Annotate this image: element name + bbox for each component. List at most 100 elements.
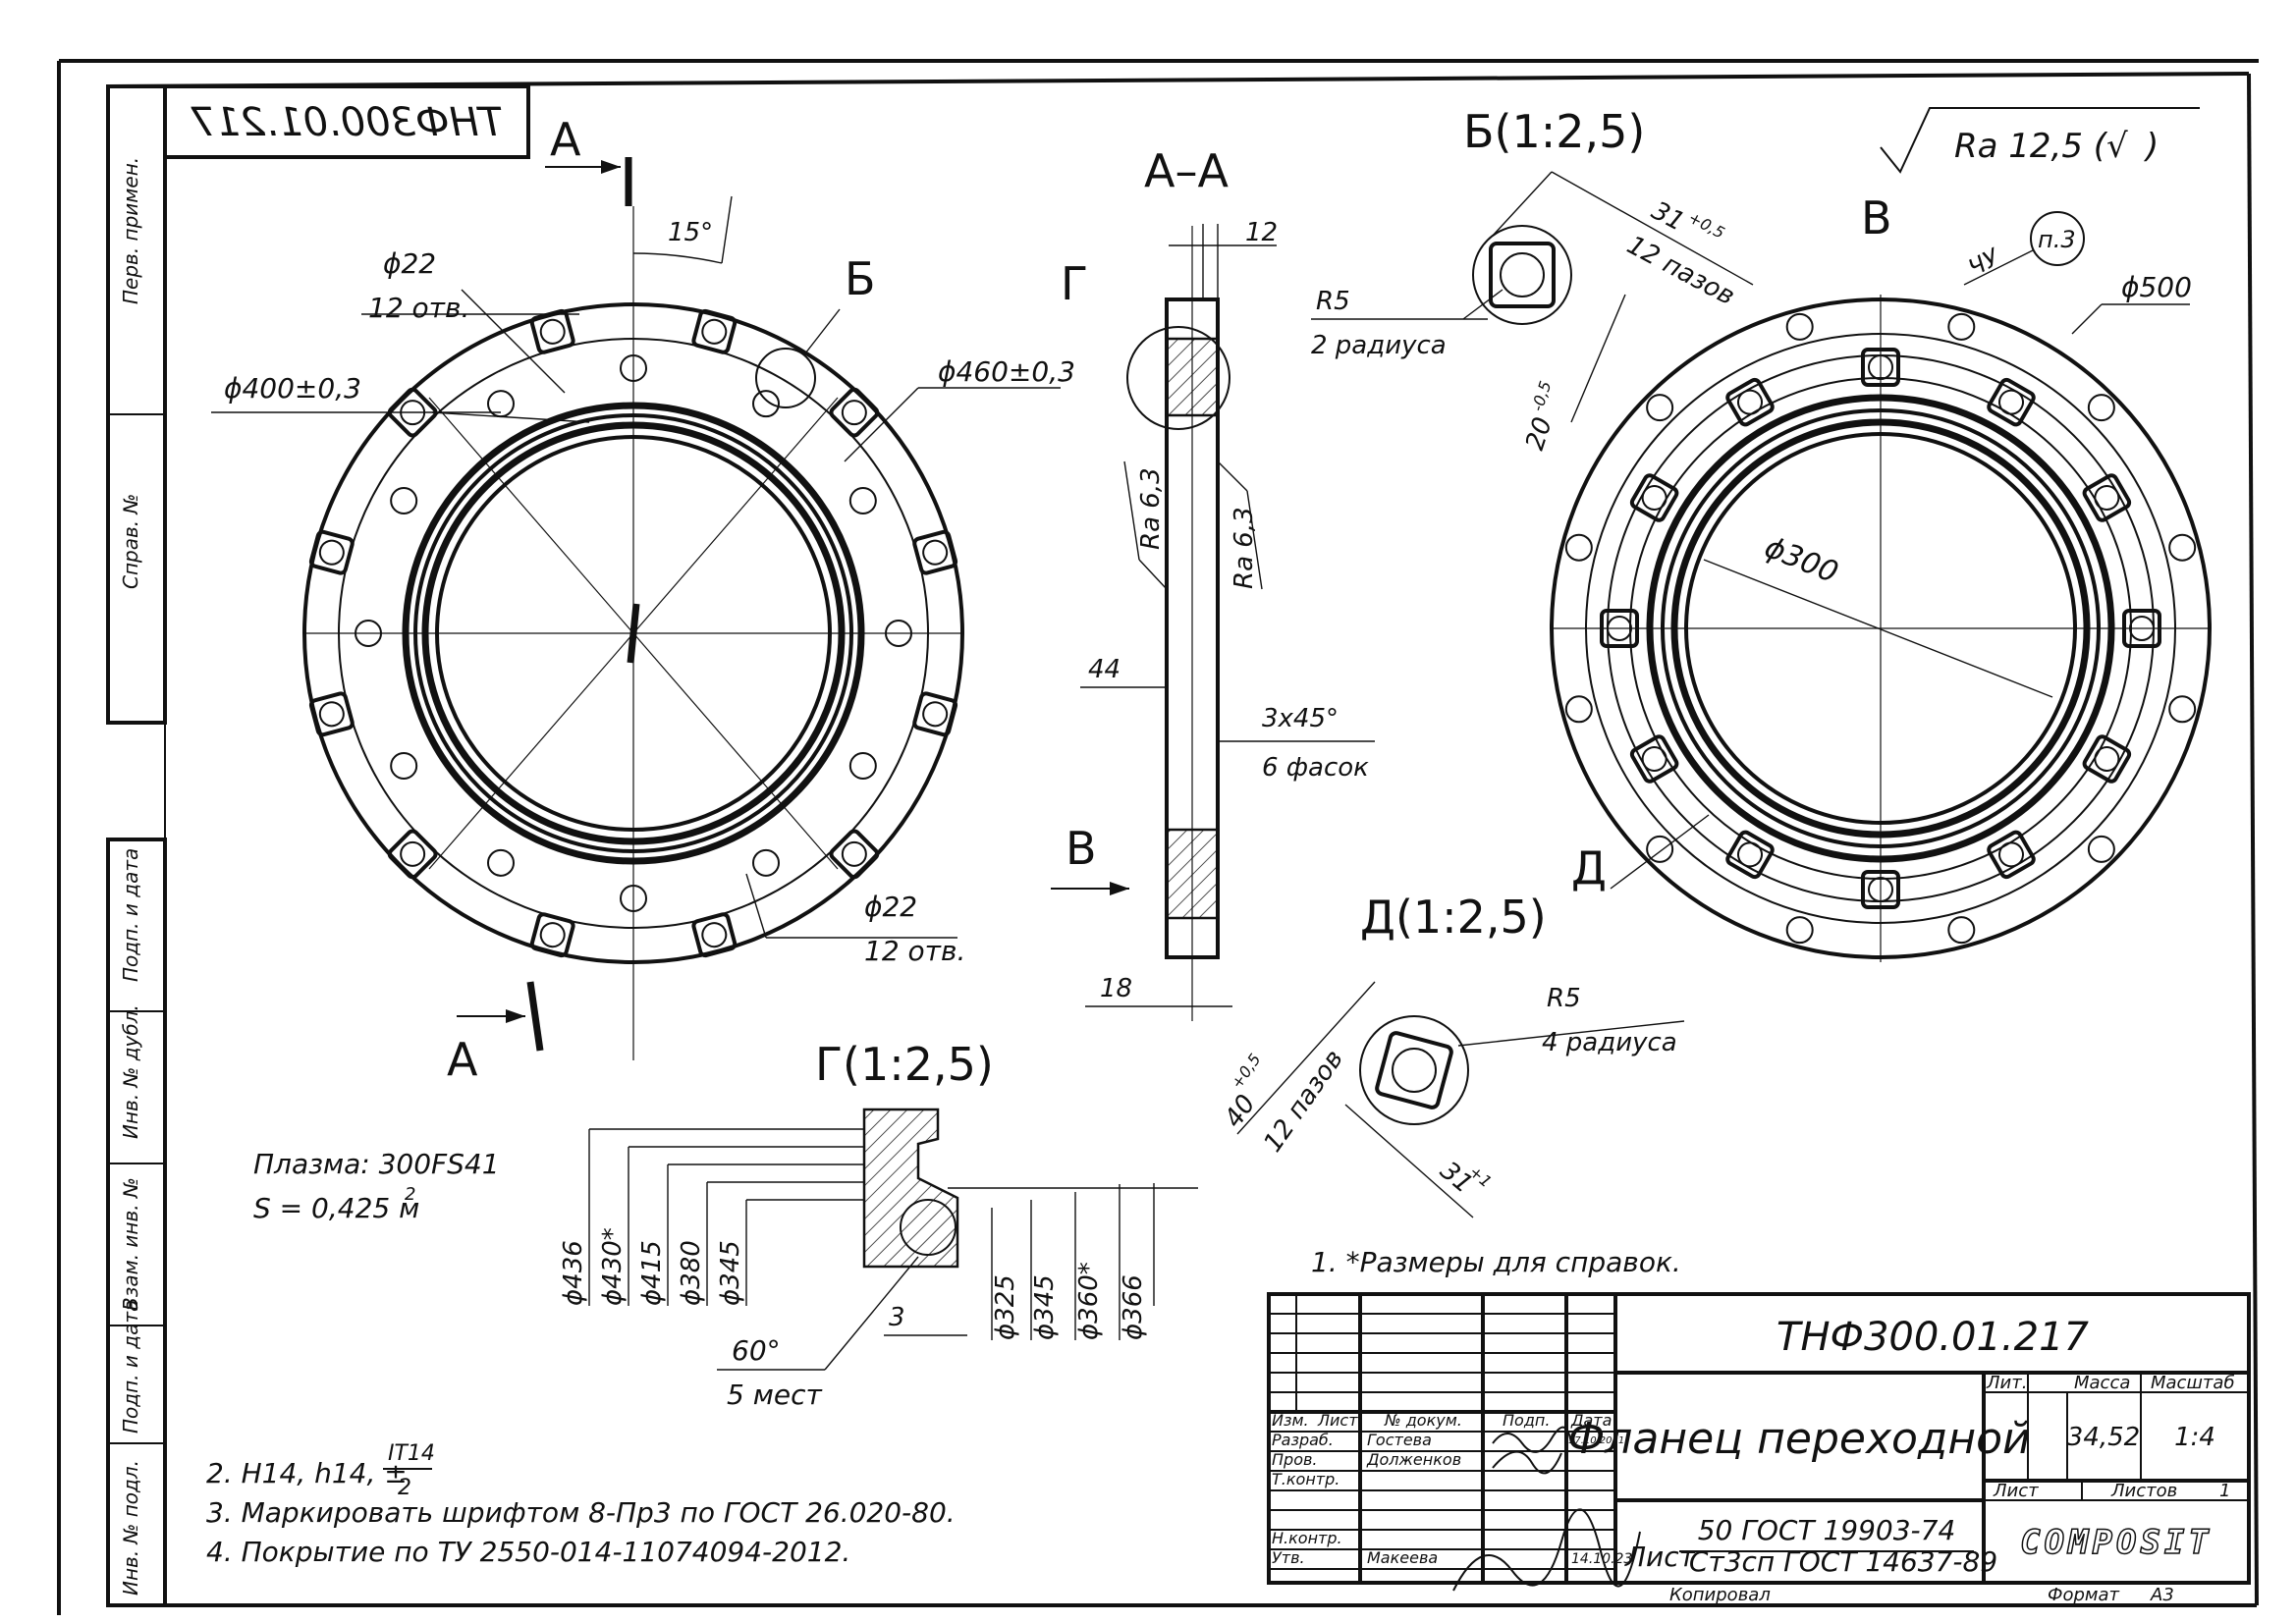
ra-left: Ra 6,3	[1136, 467, 1166, 550]
mirrored-code: ТНФ300.01.217	[190, 100, 503, 145]
mark-d: Д	[1571, 841, 1607, 894]
bolt-hole	[390, 752, 418, 780]
dim-d-slots: 12 пазов	[1258, 1045, 1349, 1158]
roughness-check: √	[2106, 127, 2128, 166]
dim-d-h: 40	[1219, 1090, 1262, 1133]
sheets-value: 1	[2219, 1481, 2230, 1501]
slot	[308, 529, 355, 575]
slot	[1600, 609, 1639, 648]
bolt-hole	[1564, 695, 1593, 724]
kopiroval: Копировал	[1669, 1585, 1771, 1605]
dim-angle-15: 15°	[668, 218, 713, 247]
format-label: Формат	[2048, 1585, 2120, 1605]
slot	[829, 387, 880, 438]
dim-g-left: ϕ415	[637, 1240, 667, 1306]
plasma-line2: S = 0,425 м	[253, 1192, 419, 1224]
dim-b-h-tol: -0,5	[1528, 379, 1556, 414]
notes-area: Плазма: 300FS41 S = 0,425 м 2 1. *Размер…	[206, 1148, 1681, 1568]
dim-g-right: ϕ360*	[1074, 1262, 1104, 1340]
bolt-hole	[848, 752, 877, 780]
signature-razrab	[1492, 1426, 1572, 1453]
slot	[308, 691, 355, 737]
mark-g: Г	[1061, 257, 1088, 310]
hdr-doc: № докум.	[1384, 1411, 1462, 1430]
bolt-hole	[2087, 394, 2115, 422]
date-razrab: 17.10.2021	[1568, 1435, 1624, 1446]
bolt-hole	[1785, 312, 1814, 341]
hdr-sheet: Лист	[1993, 1481, 2039, 1501]
slot	[387, 829, 438, 880]
dim-d-w-tol: +1	[1465, 1163, 1495, 1192]
dim-d-r-n: 4 радиуса	[1542, 1028, 1677, 1057]
bolt-hole	[848, 487, 877, 514]
side-label-podp1: Подп. и дата	[119, 848, 142, 982]
mark-b: Б	[845, 252, 876, 305]
dim-d-r: R5	[1547, 984, 1581, 1013]
note-2-num: IT14	[388, 1441, 435, 1466]
mark-a-top: А	[550, 113, 581, 166]
detail-b: Б(1:2,5) 31 +0,5 12 пазов R5 2 радиуса 2…	[1311, 105, 1754, 454]
dim-d460: ϕ460±0,3	[938, 355, 1075, 388]
detail-d-title: Д(1:2,5)	[1360, 891, 1547, 944]
slots-view-v	[1600, 348, 2161, 909]
bolt-hole	[355, 620, 382, 647]
dim-b-w: 31	[1647, 196, 1689, 238]
dim-chamfer-n: 6 фасок	[1262, 753, 1369, 783]
dim-w18: 18	[1100, 974, 1132, 1003]
dim-d-h-tol: +0,5	[1228, 1051, 1265, 1093]
slot	[2082, 734, 2132, 784]
hdr-lit: Лит.	[1986, 1373, 2027, 1393]
roughness-value: Ra 12,5 (	[1954, 127, 2108, 166]
slot	[912, 691, 958, 737]
mark-a-bottom: А	[447, 1033, 478, 1086]
bolt-holes-view-v	[1564, 312, 2197, 945]
signature-prov	[1492, 1450, 1562, 1475]
view-v: В ϕ300 ϕ500 п.3 ЧУ Д	[1550, 191, 2212, 962]
mark-chu: ЧУ	[1964, 243, 2005, 282]
signature-utv	[1452, 1508, 1641, 1592]
slot	[912, 529, 958, 575]
sheet-frame	[57, 59, 2259, 1615]
bolt-hole	[390, 487, 418, 514]
dim-g-right: ϕ366	[1119, 1274, 1148, 1340]
mark-v: В	[1066, 822, 1097, 875]
detail-b-title: Б(1:2,5)	[1463, 105, 1645, 158]
role-nkontr: Н.контр.	[1272, 1529, 1342, 1547]
mirrored-code-box: ТНФ300.01.217	[163, 84, 530, 159]
dim-holes-bot-d: ϕ22	[864, 891, 917, 923]
detail-g-title: Г(1:2,5)	[815, 1038, 994, 1091]
slots-front	[308, 308, 958, 958]
bolt-hole	[1947, 312, 1976, 341]
slot	[1861, 870, 1900, 909]
dim-g-left: ϕ436	[559, 1240, 588, 1306]
role-prov: Пров.	[1272, 1450, 1318, 1469]
title-block: Изм. Лист № докум. Подп. Дата Разраб. Го…	[1267, 1292, 2251, 1605]
slot	[1725, 377, 1775, 427]
bolt-hole	[2168, 533, 2197, 562]
view-v-title: В	[1861, 191, 1892, 244]
slot	[1987, 830, 2036, 880]
role-utv: Утв.	[1272, 1548, 1305, 1567]
note-3: 3. Маркировать шрифтом 8-Пр3 по ГОСТ 26.…	[206, 1496, 956, 1529]
dim-w12: 12	[1245, 218, 1278, 247]
dim-chamfer: 3x45°	[1262, 704, 1339, 733]
note-1: 1. *Размеры для справок.	[1311, 1246, 1681, 1278]
dim-b-w-tol: +0,5	[1685, 208, 1727, 243]
dim-g-right: ϕ345	[1030, 1274, 1060, 1340]
bolt-hole	[2168, 695, 2197, 724]
side-label-sprav: Справ. №	[119, 494, 142, 589]
slot	[691, 912, 738, 958]
dim-g-left: ϕ430*	[598, 1227, 628, 1306]
side-label-perv: Перв. примен.	[119, 157, 142, 304]
note-2-den: 2	[398, 1476, 411, 1500]
dim-g-right: ϕ325	[991, 1274, 1020, 1340]
slot	[2082, 473, 2132, 522]
dim-g-left: ϕ380	[677, 1240, 706, 1306]
title-code: ТНФ300.01.217	[1777, 1315, 2090, 1360]
bolt-hole	[1646, 835, 1674, 863]
dim-g-angle-n: 5 мест	[727, 1379, 822, 1411]
ra-right: Ra 6,3	[1230, 507, 1259, 589]
dim-holes-top-n: 12 отв.	[368, 292, 469, 324]
